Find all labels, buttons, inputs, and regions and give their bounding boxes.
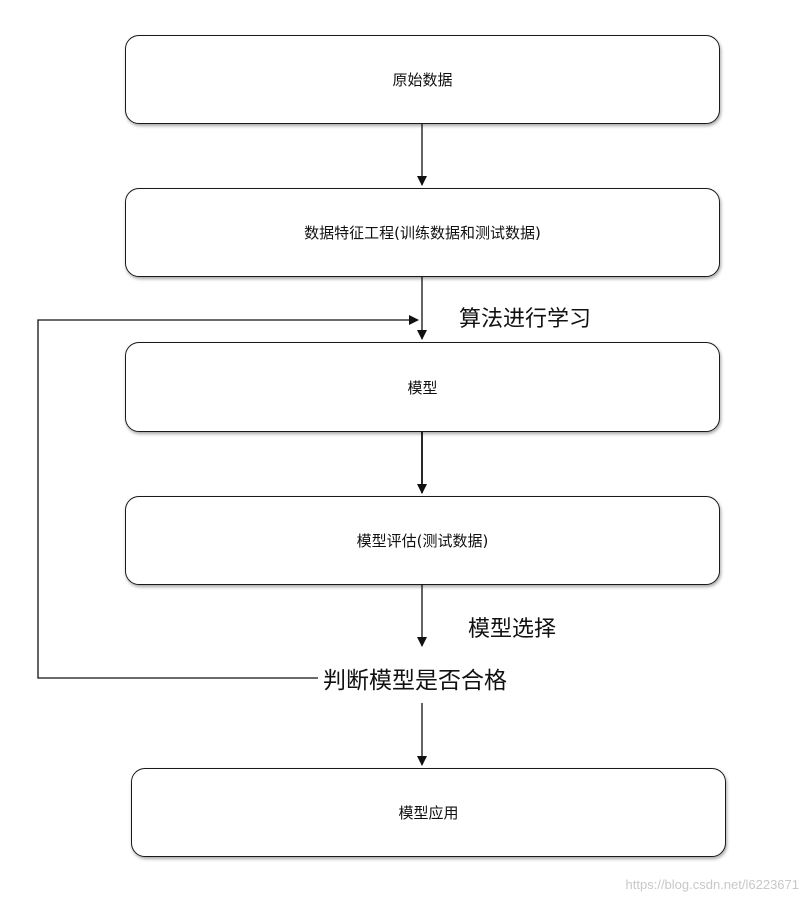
label-model-selection: 模型选择 (468, 617, 557, 642)
watermark: https://blog.csdn.net/l6223671 (625, 877, 799, 892)
box-feature-engineering: 数据特征工程(训练数据和测试数据) (125, 188, 720, 277)
box-model-label: 模型 (407, 378, 438, 397)
box-raw-data-label: 原始数据 (392, 71, 453, 89)
label-algorithm-learning: 算法进行学习 (459, 307, 592, 332)
box-model-application: 模型应用 (131, 768, 726, 857)
box-model: 模型 (125, 342, 720, 432)
box-model-evaluation: 模型评估(测试数据) (125, 496, 720, 585)
box-model-application-label: 模型应用 (398, 804, 459, 822)
box-raw-data: 原始数据 (125, 35, 720, 124)
feedback-loop-arrow (37, 315, 419, 679)
box-feature-engineering-label: 数据特征工程(训练数据和测试数据) (304, 224, 541, 242)
label-judge-model: 判断模型是否合格 (321, 661, 509, 695)
box-model-evaluation-label: 模型评估(测试数据) (356, 532, 489, 550)
